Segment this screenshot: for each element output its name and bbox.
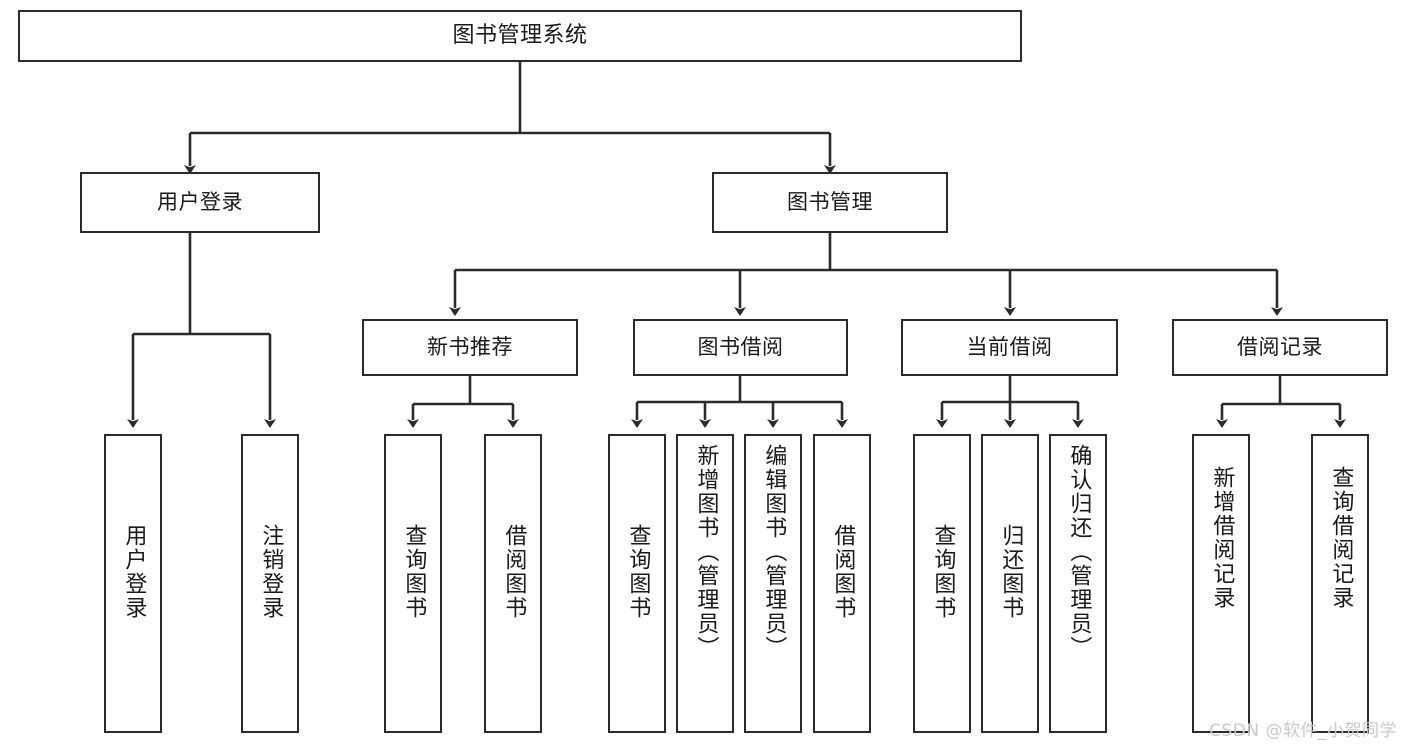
leaf-query-book-borrow[interactable]: 查询图书 bbox=[608, 434, 666, 733]
node-label: 图书管理系统 bbox=[452, 22, 588, 48]
node-new-book-recommend[interactable]: 新书推荐 bbox=[362, 319, 578, 376]
node-label: 查询借阅记录 bbox=[1328, 466, 1354, 610]
node-label: 归还图书 bbox=[998, 524, 1024, 620]
leaf-edit-book-admin[interactable]: 编辑图书（管理员） bbox=[744, 434, 802, 733]
node-book-management[interactable]: 图书管理 bbox=[712, 172, 948, 233]
node-label: 借阅记录 bbox=[1237, 334, 1323, 359]
node-book-borrow[interactable]: 图书借阅 bbox=[633, 319, 848, 376]
node-label: 新增图书（管理员） bbox=[693, 444, 719, 660]
node-label: 新增借阅记录 bbox=[1209, 466, 1235, 610]
node-label: 当前借阅 bbox=[966, 334, 1053, 359]
leaf-user-login[interactable]: 用户登录 bbox=[104, 434, 162, 733]
node-label: 借阅图书 bbox=[501, 524, 527, 620]
node-label: 借阅图书 bbox=[830, 524, 856, 620]
node-label: 查询图书 bbox=[930, 524, 956, 620]
leaf-confirm-return-admin[interactable]: 确认归还（管理员） bbox=[1049, 434, 1107, 733]
leaf-add-borrow-record[interactable]: 新增借阅记录 bbox=[1192, 434, 1250, 733]
node-root-system[interactable]: 图书管理系统 bbox=[18, 10, 1022, 62]
leaf-return-book[interactable]: 归还图书 bbox=[981, 434, 1039, 733]
leaf-logout[interactable]: 注销登录 bbox=[241, 434, 299, 733]
leaf-add-book-admin[interactable]: 新增图书（管理员） bbox=[676, 434, 734, 733]
leaf-borrow-book[interactable]: 借阅图书 bbox=[813, 434, 871, 733]
node-current-borrow[interactable]: 当前借阅 bbox=[901, 319, 1118, 376]
node-label: 编辑图书（管理员） bbox=[761, 444, 787, 660]
node-borrow-record[interactable]: 借阅记录 bbox=[1172, 319, 1388, 376]
node-user-login[interactable]: 用户登录 bbox=[80, 172, 320, 233]
node-label: 图书借阅 bbox=[697, 334, 784, 359]
leaf-query-book-newbook[interactable]: 查询图书 bbox=[384, 434, 442, 733]
node-label: 图书管理 bbox=[787, 189, 873, 214]
node-label: 新书推荐 bbox=[427, 334, 513, 359]
leaf-borrow-book-newbook[interactable]: 借阅图书 bbox=[484, 434, 542, 733]
node-label: 用户登录 bbox=[121, 524, 147, 620]
node-label: 查询图书 bbox=[625, 524, 651, 620]
node-label: 确认归还（管理员） bbox=[1066, 444, 1092, 660]
leaf-query-borrow-record[interactable]: 查询借阅记录 bbox=[1311, 434, 1369, 733]
leaf-query-book-current[interactable]: 查询图书 bbox=[913, 434, 971, 733]
node-label: 查询图书 bbox=[401, 524, 427, 620]
node-label: 用户登录 bbox=[157, 189, 243, 214]
csdn-watermark: CSDN @软件_小贺同学 bbox=[1209, 721, 1397, 741]
node-label: 注销登录 bbox=[258, 524, 284, 620]
